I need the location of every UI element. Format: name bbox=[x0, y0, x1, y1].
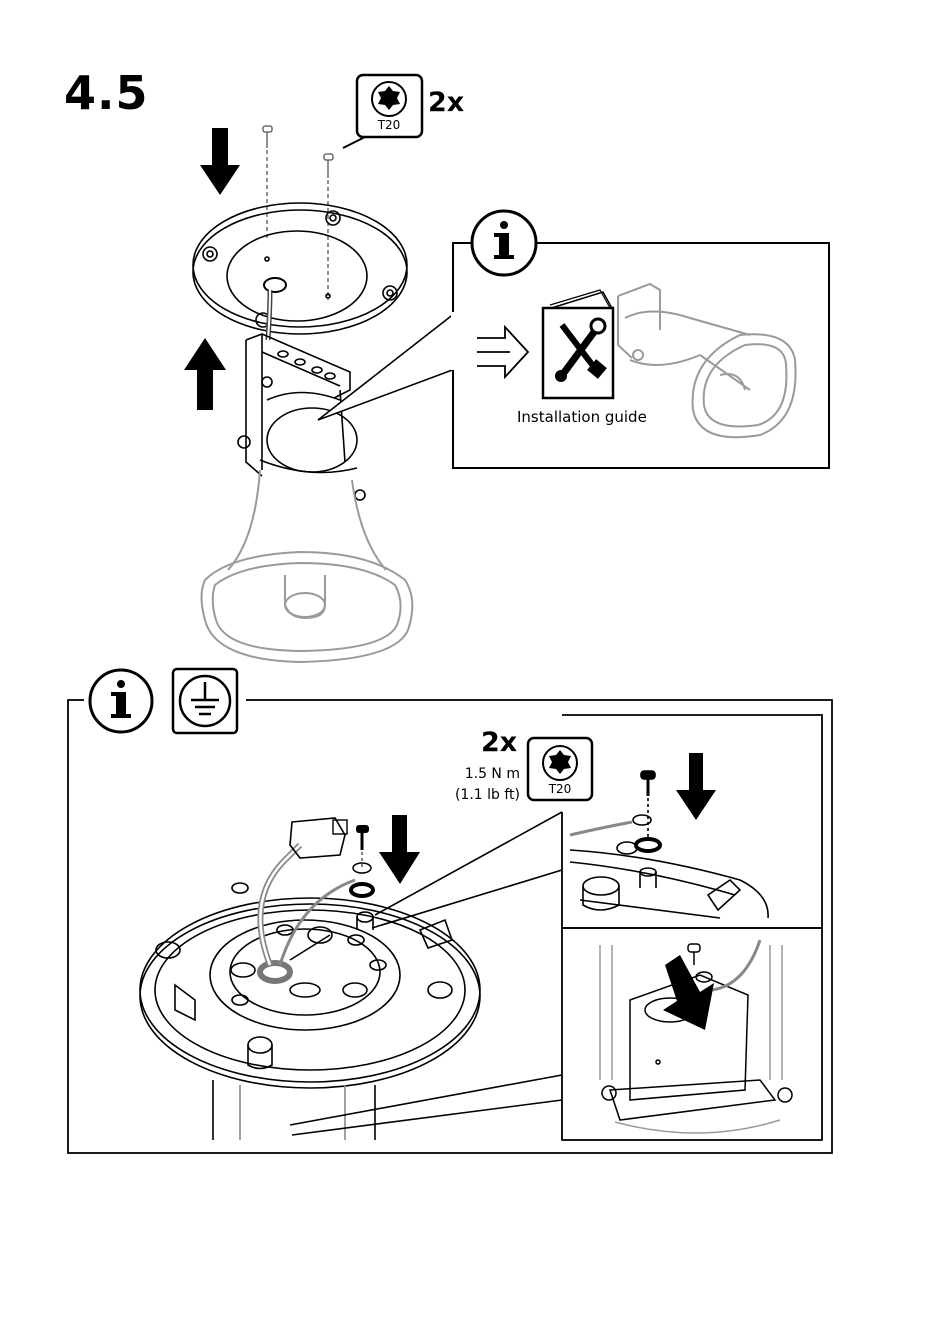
info-box bbox=[453, 243, 829, 468]
torque-nm-label: 1.5 N m bbox=[410, 764, 520, 785]
bit-size-label: T20 bbox=[369, 118, 409, 132]
ground-screw bbox=[351, 825, 373, 896]
speaker-base-top-view bbox=[140, 883, 480, 1140]
down-arrow-icon bbox=[200, 128, 240, 195]
down-arrow-icon bbox=[663, 955, 714, 1030]
torque-lbft-label: (1.1 lb ft) bbox=[410, 785, 520, 806]
installation-guide-caption: Installation guide bbox=[517, 408, 647, 426]
step-number: 4.5 bbox=[64, 66, 149, 120]
ground-screw-detail bbox=[570, 771, 768, 918]
network-cable bbox=[260, 818, 355, 965]
protective-earth-ground-icon bbox=[173, 669, 237, 733]
horn-speaker-ghost bbox=[202, 470, 413, 662]
torx-t20-bit-icon bbox=[343, 75, 422, 148]
screw-icon bbox=[324, 154, 333, 300]
bit-size-label: T20 bbox=[540, 782, 580, 796]
speaker-bracket bbox=[238, 334, 365, 500]
down-arrow-icon bbox=[676, 753, 716, 820]
down-arrow-icon bbox=[379, 815, 420, 884]
quantity-label: 2x bbox=[481, 727, 517, 758]
up-arrow-icon bbox=[184, 338, 226, 410]
screw-icon bbox=[263, 126, 272, 240]
quantity-label: 2x bbox=[428, 87, 464, 118]
info-icon bbox=[90, 670, 152, 732]
info-icon bbox=[472, 211, 536, 275]
mounting-bracket-ring bbox=[193, 203, 407, 334]
bracket-ground-detail bbox=[600, 940, 792, 1133]
